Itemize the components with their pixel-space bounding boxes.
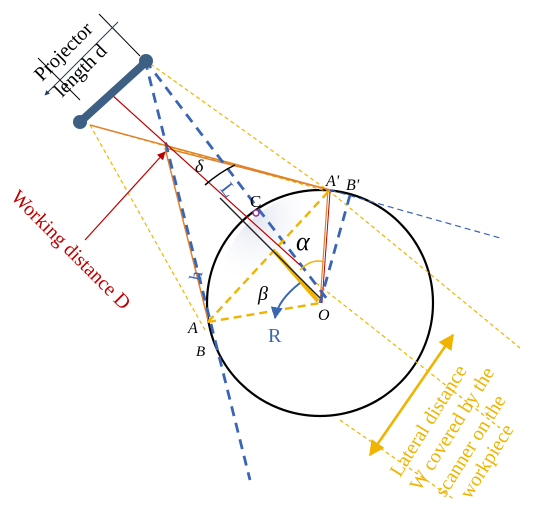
O-label: O [318, 307, 330, 324]
projector-bar [76, 58, 150, 126]
lateral-distance-arrow [368, 333, 455, 457]
working-distance-line [111, 94, 301, 266]
yellow-projection-lines [89, 59, 521, 501]
alpha-angle-arc [299, 260, 325, 271]
beta-angle-arc [270, 282, 301, 320]
projector-end-top [139, 54, 153, 68]
B-prime-label: B' [346, 177, 360, 194]
point-c-marker [252, 209, 260, 217]
projector-frame [37, 13, 141, 101]
working-distance-line-dark [219, 197, 321, 299]
A-prime-label: A' [325, 173, 340, 190]
L-label: L [216, 178, 241, 201]
orange-lines [89, 124, 331, 321]
delta-label: δ [195, 156, 204, 176]
working-distance-pointer [84, 151, 166, 241]
delta-angle-arc [204, 164, 236, 186]
line-a-prime-o [319, 189, 329, 304]
R-label: R [268, 325, 282, 347]
blue-dashed-lines [143, 59, 352, 481]
B-label: B [196, 344, 205, 360]
beta-label: β [257, 283, 268, 305]
C-label: C [250, 192, 261, 211]
line-o-a-prime-red [321, 191, 331, 304]
projector-dim-arrow [44, 21, 119, 96]
alpha-label: α [296, 227, 311, 256]
yellow-radii [207, 191, 329, 324]
working-distance-label: Working distance D [6, 186, 134, 314]
A-label: A [187, 320, 198, 337]
h-label: h [185, 269, 206, 282]
projector-end-bottom [73, 115, 87, 129]
